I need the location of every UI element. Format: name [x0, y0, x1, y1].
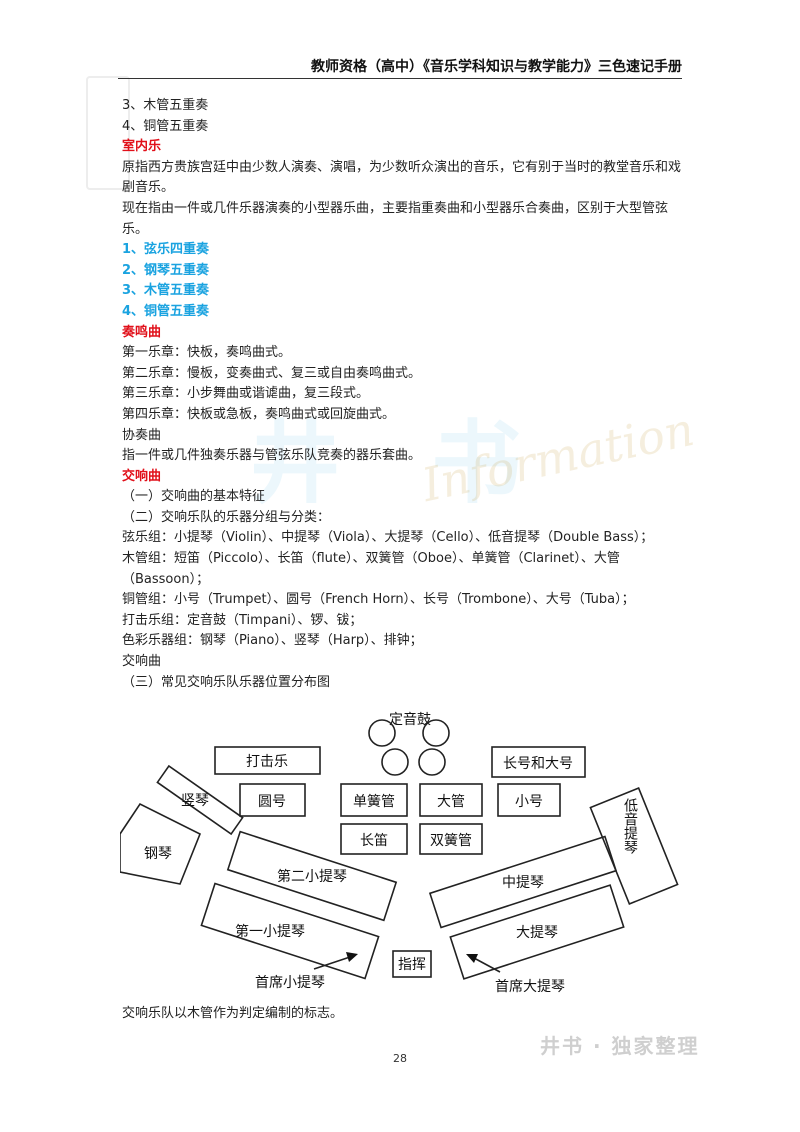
- page-header: 教师资格（高中）《音乐学科知识与教学能力》三色速记手册: [311, 59, 682, 75]
- paragraph: 现在指由一件或几件乐器演奏的小型器乐曲，主要指重奏曲和小型器乐合奏曲，区别于大型…: [122, 200, 669, 237]
- box-trombone-tuba: [491, 746, 586, 778]
- box-percussion: [214, 746, 321, 775]
- text-line: 协奏曲: [122, 427, 162, 443]
- list-item: 4、铜管五重奏: [122, 303, 210, 319]
- label-conductor: 指挥: [398, 957, 426, 973]
- section-heading: 室内乐: [122, 139, 162, 155]
- label-bassoon: 大管: [437, 794, 465, 810]
- label-first-violin: 第一小提琴: [235, 923, 305, 940]
- box-horn: [239, 783, 306, 817]
- text-line: （三）常见交响乐队乐器位置分布图: [122, 674, 331, 690]
- orchestra-seating-diagram: 定音鼓 打击乐 长号和大号 竖琴 圆号 单簧管 大管 小号 低音提琴 钢琴: [119, 704, 690, 1004]
- box-trumpet: [497, 783, 561, 817]
- text-line: 木管组：短笛（Piccolo）、长笛（flute）、双簧管（Oboe）、单簧管（…: [122, 551, 620, 587]
- text-line: 色彩乐器组：钢琴（Piano）、竖琴（Harp）、排钟；: [122, 633, 423, 649]
- text-line: 第二乐章：慢板，变奏曲式、复三或自由奏鸣曲式。: [122, 365, 422, 381]
- timpani-drum: [368, 719, 396, 747]
- arrowhead-icon: [346, 952, 358, 962]
- text-line: 弦乐组：小提琴（Violin）、中提琴（Viola）、大提琴（Cello）、低音…: [122, 530, 654, 546]
- list-item: 1、弦乐四重奏: [122, 242, 210, 258]
- page-number: 28: [393, 1052, 407, 1065]
- label-horn: 圆号: [258, 794, 286, 810]
- text-line: （二）交响乐队的乐器分组与分类：: [122, 509, 331, 525]
- box-cello: [449, 884, 625, 980]
- watermark-footer: 井书 · 独家整理: [540, 1034, 700, 1058]
- list-item: 3、木管五重奏: [122, 283, 210, 299]
- label-principal-cello: 首席大提琴: [495, 979, 565, 995]
- document-body: 3、木管五重奏 4、铜管五重奏 室内乐 原指西方贵族宫廷中由少数人演奏、演唱，为…: [122, 96, 692, 693]
- text-line: 指一件或几件独奏乐器与管弦乐队竞奏的器乐套曲。: [122, 448, 422, 464]
- timpani-drum: [418, 748, 446, 776]
- section-heading: 奏鸣曲: [122, 324, 162, 340]
- box-double-bass: [589, 787, 679, 905]
- box-piano: [119, 802, 202, 885]
- text-line: 铜管组：小号（Trumpet）、圆号（French Horn）、长号（Tromb…: [122, 592, 635, 608]
- label-percussion: 打击乐: [246, 753, 288, 770]
- label-cello: 大提琴: [516, 925, 558, 941]
- label-flute: 长笛: [360, 833, 388, 849]
- text-line: （一）交响曲的基本特征: [122, 489, 266, 505]
- list-item: 2、钢琴五重奏: [122, 262, 210, 278]
- box-oboe: [419, 823, 483, 855]
- arrowhead-icon: [466, 954, 478, 963]
- text-line: 3、木管五重奏: [122, 98, 209, 113]
- label-viola: 中提琴: [502, 875, 544, 891]
- label-second-violin: 第二小提琴: [277, 868, 347, 885]
- box-viola: [428, 835, 618, 929]
- text-line: 4、铜管五重奏: [122, 118, 209, 134]
- label-clarinet: 单簧管: [353, 794, 395, 810]
- arrow-concertmaster: [313, 956, 351, 970]
- section-heading: 交响曲: [122, 468, 162, 484]
- label-oboe: 双簧管: [430, 833, 472, 849]
- timpani-drum: [381, 748, 409, 776]
- label-timpani: 定音鼓: [389, 711, 431, 728]
- closing-text: 交响乐队以木管作为判定编制的标志。: [122, 1006, 344, 1021]
- timpani-drum: [422, 719, 450, 747]
- box-second-violin: [226, 830, 398, 922]
- label-trumpet: 小号: [515, 794, 543, 810]
- box-clarinet: [340, 783, 408, 817]
- label-trombone-tuba: 长号和大号: [503, 756, 573, 772]
- label-double-bass: 低音提琴: [622, 798, 638, 855]
- logo-stamp-watermark: [86, 76, 130, 190]
- label-concertmaster: 首席小提琴: [255, 975, 325, 991]
- text-line: 第三乐章：小步舞曲或谐谑曲，复三段式。: [122, 386, 370, 402]
- box-first-violin: [200, 882, 380, 980]
- text-line: 第四乐章：快板或急板，奏鸣曲式或回旋曲式。: [122, 406, 396, 422]
- label-harp: 竖琴: [181, 793, 209, 809]
- label-piano: 钢琴: [144, 846, 172, 862]
- text-line: 第一乐章：快板，奏鸣曲式。: [122, 345, 292, 361]
- box-harp: [156, 764, 244, 836]
- text-line: 打击乐组：定音鼓（Timpani）、锣、钹；: [122, 612, 363, 628]
- header-divider: [118, 78, 682, 79]
- paragraph: 原指西方贵族宫廷中由少数人演奏、演唱，为少数听众演出的音乐，它有别于当时的教堂音…: [122, 159, 682, 196]
- box-bassoon: [419, 783, 483, 817]
- box-conductor: [392, 950, 432, 978]
- arrow-principal-cello: [473, 957, 501, 973]
- text-line: 交响曲: [122, 654, 162, 670]
- box-flute: [340, 823, 408, 855]
- watermark-main: 井 书: [250, 411, 552, 516]
